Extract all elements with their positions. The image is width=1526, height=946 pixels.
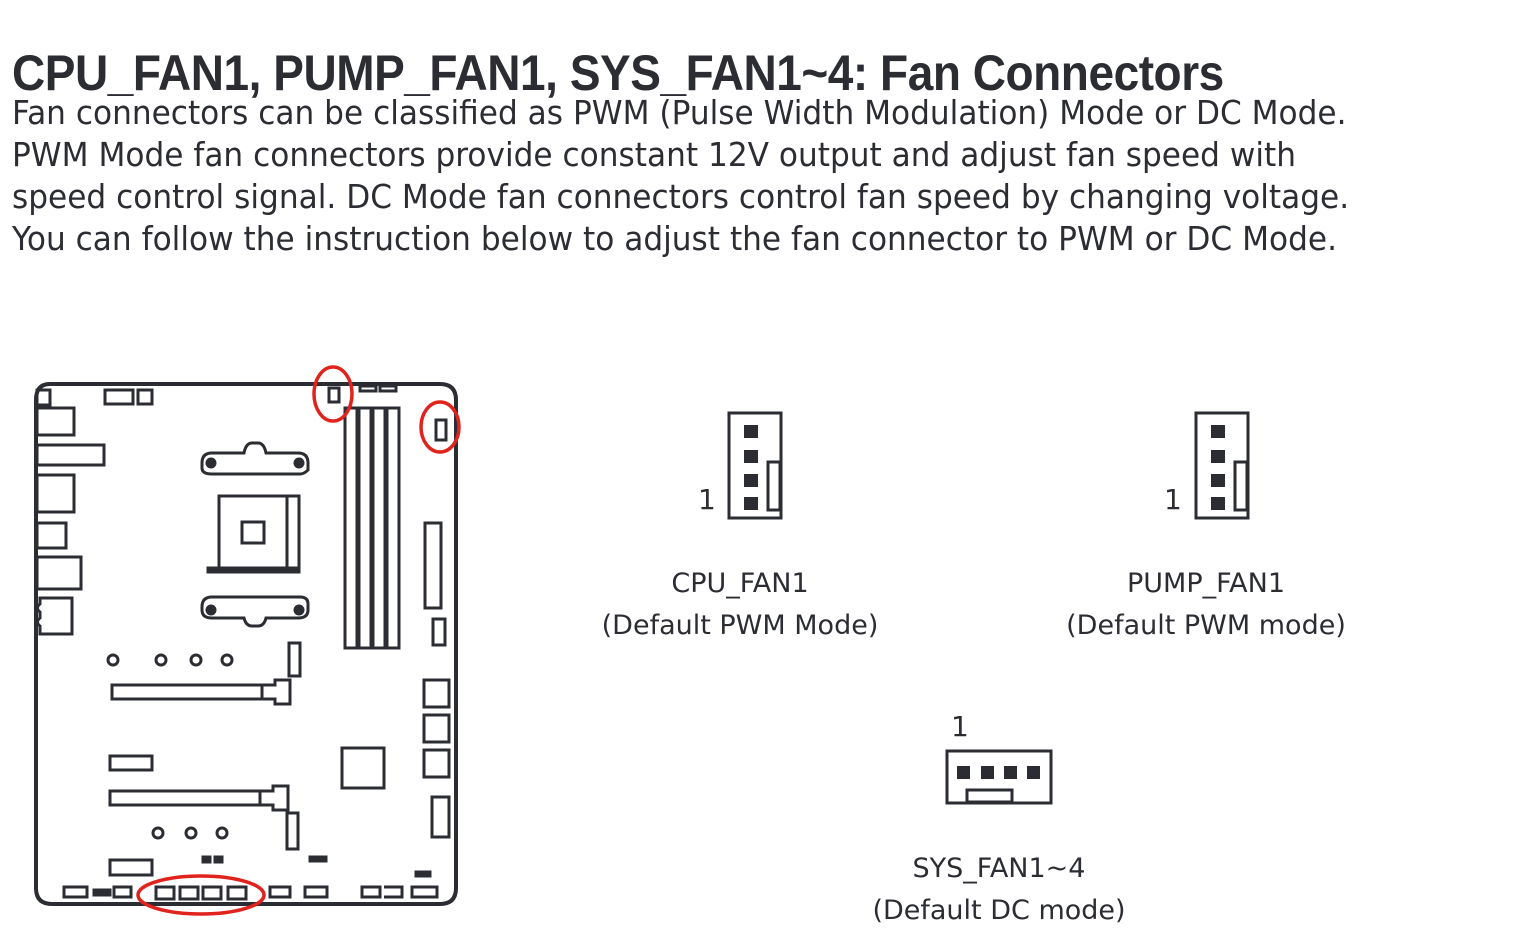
intro-paragraph: Fan connectors can be classified as PWM … bbox=[12, 92, 1467, 260]
mount-hole bbox=[215, 826, 229, 840]
m2-slot bbox=[287, 641, 302, 678]
sys-fan-header bbox=[201, 885, 223, 901]
header bbox=[136, 388, 154, 406]
io-port bbox=[35, 473, 76, 514]
mount-hole bbox=[184, 826, 198, 840]
sys-fan-header bbox=[226, 885, 248, 901]
header bbox=[303, 885, 329, 899]
connector-mode: (Default DC mode) bbox=[872, 895, 1126, 926]
mount-hole bbox=[189, 653, 203, 667]
header-small bbox=[378, 384, 398, 393]
sys-fan-connector-icon bbox=[945, 749, 1053, 805]
sys-fan-header bbox=[154, 885, 176, 901]
board-outline bbox=[34, 382, 458, 906]
cpu-fan1-caption: CPU_FAN1 (Default PWM Mode) bbox=[602, 563, 879, 647]
cpu-core bbox=[240, 520, 266, 545]
header bbox=[108, 754, 154, 772]
pcie-slot bbox=[108, 789, 262, 807]
intro-line: You can follow the instruction below to … bbox=[12, 219, 1338, 258]
header-small bbox=[358, 384, 378, 393]
m2-slot bbox=[285, 811, 300, 851]
io-port bbox=[35, 521, 68, 550]
io-port bbox=[35, 388, 52, 407]
motherboard-diagram bbox=[34, 365, 461, 916]
highlight-sys-fans bbox=[136, 874, 266, 916]
highlight-pump-fan1 bbox=[419, 400, 461, 454]
connector-mode: (Default PWM Mode) bbox=[601, 610, 879, 641]
header bbox=[268, 885, 292, 899]
sys-fan-caption: SYS_FAN1~4 (Default DC mode) bbox=[872, 848, 1125, 932]
highlight-cpu-fan1 bbox=[312, 365, 354, 423]
io-audio bbox=[36, 596, 74, 636]
intro-line: Fan connectors can be classified as PWM … bbox=[12, 93, 1347, 132]
connector-name: PUMP_FAN1 bbox=[1126, 568, 1286, 599]
header bbox=[103, 388, 135, 406]
pump-fan1-header bbox=[434, 418, 448, 442]
sata-port bbox=[422, 748, 451, 779]
header bbox=[431, 617, 447, 647]
pump-fan1-caption: PUMP_FAN1 (Default PWM mode) bbox=[1066, 563, 1346, 647]
header bbox=[410, 885, 439, 899]
io-port bbox=[35, 443, 106, 467]
header bbox=[62, 885, 89, 899]
sys-fan-header bbox=[178, 885, 200, 901]
mount-hole bbox=[106, 653, 120, 667]
header bbox=[360, 885, 404, 899]
io-port bbox=[35, 555, 83, 591]
header bbox=[112, 885, 133, 899]
cpu-retention-bottom bbox=[200, 595, 310, 628]
mount-hole bbox=[151, 826, 165, 840]
pin1-label: 1 bbox=[1164, 483, 1182, 516]
dimm-slot bbox=[343, 406, 359, 650]
cpu-fan1-connector-icon bbox=[727, 411, 783, 520]
sata-port bbox=[422, 678, 451, 709]
connector-name: CPU_FAN1 bbox=[671, 568, 809, 599]
pin1-label: 1 bbox=[951, 710, 969, 743]
mount-hole bbox=[220, 653, 234, 667]
usb-header bbox=[430, 795, 451, 839]
mount-hole bbox=[154, 653, 168, 667]
pump-fan1-connector-icon bbox=[1194, 411, 1250, 520]
pcie-slot bbox=[110, 683, 264, 701]
dimm-slot bbox=[371, 406, 387, 650]
connector-mode: (Default PWM mode) bbox=[1066, 610, 1346, 641]
atx-power bbox=[423, 521, 443, 610]
cpu-retention-top bbox=[200, 441, 310, 476]
intro-line: PWM Mode fan connectors provide constant… bbox=[12, 135, 1297, 174]
chipset bbox=[340, 746, 386, 790]
header bbox=[108, 858, 154, 877]
connector-name: SYS_FAN1~4 bbox=[912, 853, 1086, 884]
cpu-fan1-header bbox=[327, 386, 341, 404]
sata-port bbox=[422, 713, 451, 744]
dimm-slot bbox=[357, 406, 373, 650]
pin1-label: 1 bbox=[698, 483, 716, 516]
intro-line: speed control signal. DC Mode fan connec… bbox=[12, 177, 1350, 216]
page-title: CPU_FAN1, PUMP_FAN1, SYS_FAN1~4: Fan Con… bbox=[12, 44, 1224, 101]
dimm-slot bbox=[385, 406, 401, 650]
io-port bbox=[35, 406, 76, 437]
